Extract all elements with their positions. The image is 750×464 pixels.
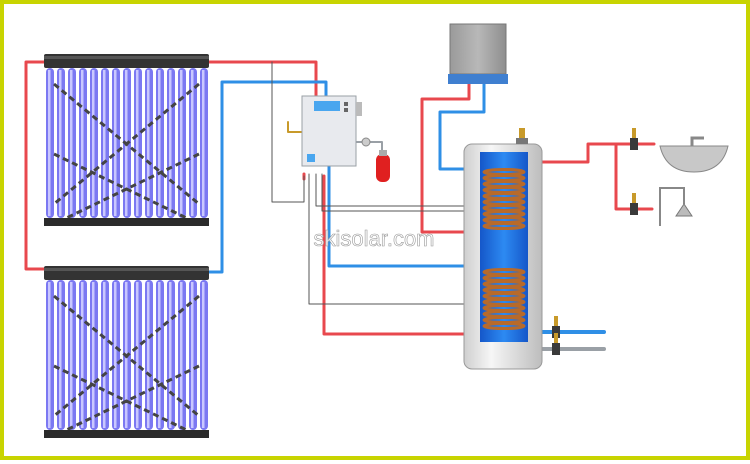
tube-highlight — [169, 70, 172, 216]
controller-side-terminal — [356, 102, 362, 116]
heat-exchanger-coil — [482, 268, 526, 330]
valve-handle — [632, 128, 636, 138]
valve-body — [630, 138, 638, 150]
tube-highlight — [103, 70, 106, 216]
tube-highlight — [158, 282, 161, 428]
tube-highlight — [81, 70, 84, 216]
tube-highlight — [147, 70, 150, 216]
collector-icon — [44, 266, 209, 438]
collector-bottom-rail — [44, 218, 209, 226]
tube-highlight — [114, 70, 117, 216]
controller-button — [344, 102, 348, 106]
sensor-wire — [315, 173, 467, 207]
sensor-wire — [271, 61, 305, 203]
tube-highlight — [70, 70, 73, 216]
tube-highlight — [191, 70, 194, 216]
tube-highlight — [59, 282, 62, 428]
cold-pipe — [327, 164, 466, 268]
tube-highlight — [48, 70, 51, 216]
coil-turn — [482, 322, 526, 330]
tube-highlight — [202, 282, 205, 428]
valve-handle — [554, 128, 636, 343]
cold-pipe — [438, 82, 486, 171]
shower-head — [675, 203, 693, 217]
tube-highlight — [48, 282, 51, 428]
heater-body — [449, 23, 507, 75]
valve-pipe — [287, 121, 303, 133]
diagram-canvas: skisolar.com — [24, 23, 729, 438]
expansion-tank-icon — [361, 137, 390, 182]
sensor-wire — [308, 173, 467, 305]
collector-frame-cross — [53, 294, 200, 438]
wash-basin-icon — [659, 136, 729, 173]
hot-pipe — [420, 82, 471, 234]
valve-handle — [632, 193, 636, 203]
collector-icon — [44, 54, 209, 226]
tube-highlight — [158, 70, 161, 216]
valve-handle — [554, 316, 558, 326]
tube-highlight — [81, 282, 84, 428]
shower-head-icon — [659, 187, 693, 226]
watermark: skisolar.com — [313, 226, 434, 251]
expansion-cap — [379, 150, 387, 156]
tank-top-fitting — [516, 138, 528, 144]
valve-icon — [552, 138, 638, 355]
basin-bowl — [659, 145, 729, 173]
tube-highlight — [136, 282, 139, 428]
tube-highlight — [70, 282, 73, 428]
auxiliary-heater-icon — [448, 23, 508, 84]
sensor-wire — [321, 173, 467, 212]
hot-pipe — [207, 60, 318, 98]
cold-pipe — [207, 80, 328, 274]
valve-body — [630, 203, 638, 215]
valve-handle — [554, 333, 558, 343]
tube-highlight — [114, 282, 117, 428]
tube-group — [46, 68, 208, 226]
shower-arm — [659, 187, 685, 226]
collector-frame-cross — [53, 82, 200, 226]
tube-highlight — [92, 70, 95, 216]
tube-group — [46, 280, 208, 438]
expansion-vessel — [376, 154, 390, 182]
tube-highlight — [92, 282, 95, 428]
tube-highlight — [59, 70, 62, 216]
tube-highlight — [169, 282, 172, 428]
hot-pipe — [24, 60, 46, 271]
collector-manifold-highlight — [44, 56, 209, 59]
valve-body — [552, 326, 560, 338]
controller-box-icon — [301, 95, 362, 167]
tube-highlight — [136, 70, 139, 216]
heat-exchanger-coil — [482, 168, 526, 230]
valve-body — [552, 343, 560, 355]
collector-bottom-rail — [44, 430, 209, 438]
controller-display — [314, 101, 340, 111]
hot-pipe — [538, 142, 656, 211]
basin-faucet — [690, 136, 704, 146]
expansion-valve — [361, 137, 371, 147]
tube-highlight — [202, 70, 205, 216]
tank-anode-port — [519, 128, 525, 140]
controller-button — [344, 108, 348, 112]
coil-turn — [482, 222, 526, 230]
tube-highlight — [180, 282, 183, 428]
storage-tank-icon — [463, 128, 543, 370]
tube-highlight — [180, 70, 183, 216]
tube-highlight — [103, 282, 106, 428]
tube-highlight — [147, 282, 150, 428]
tube-highlight — [191, 282, 194, 428]
controller-label — [307, 154, 315, 162]
heater-base — [448, 74, 508, 84]
collector-manifold-highlight — [44, 268, 209, 271]
